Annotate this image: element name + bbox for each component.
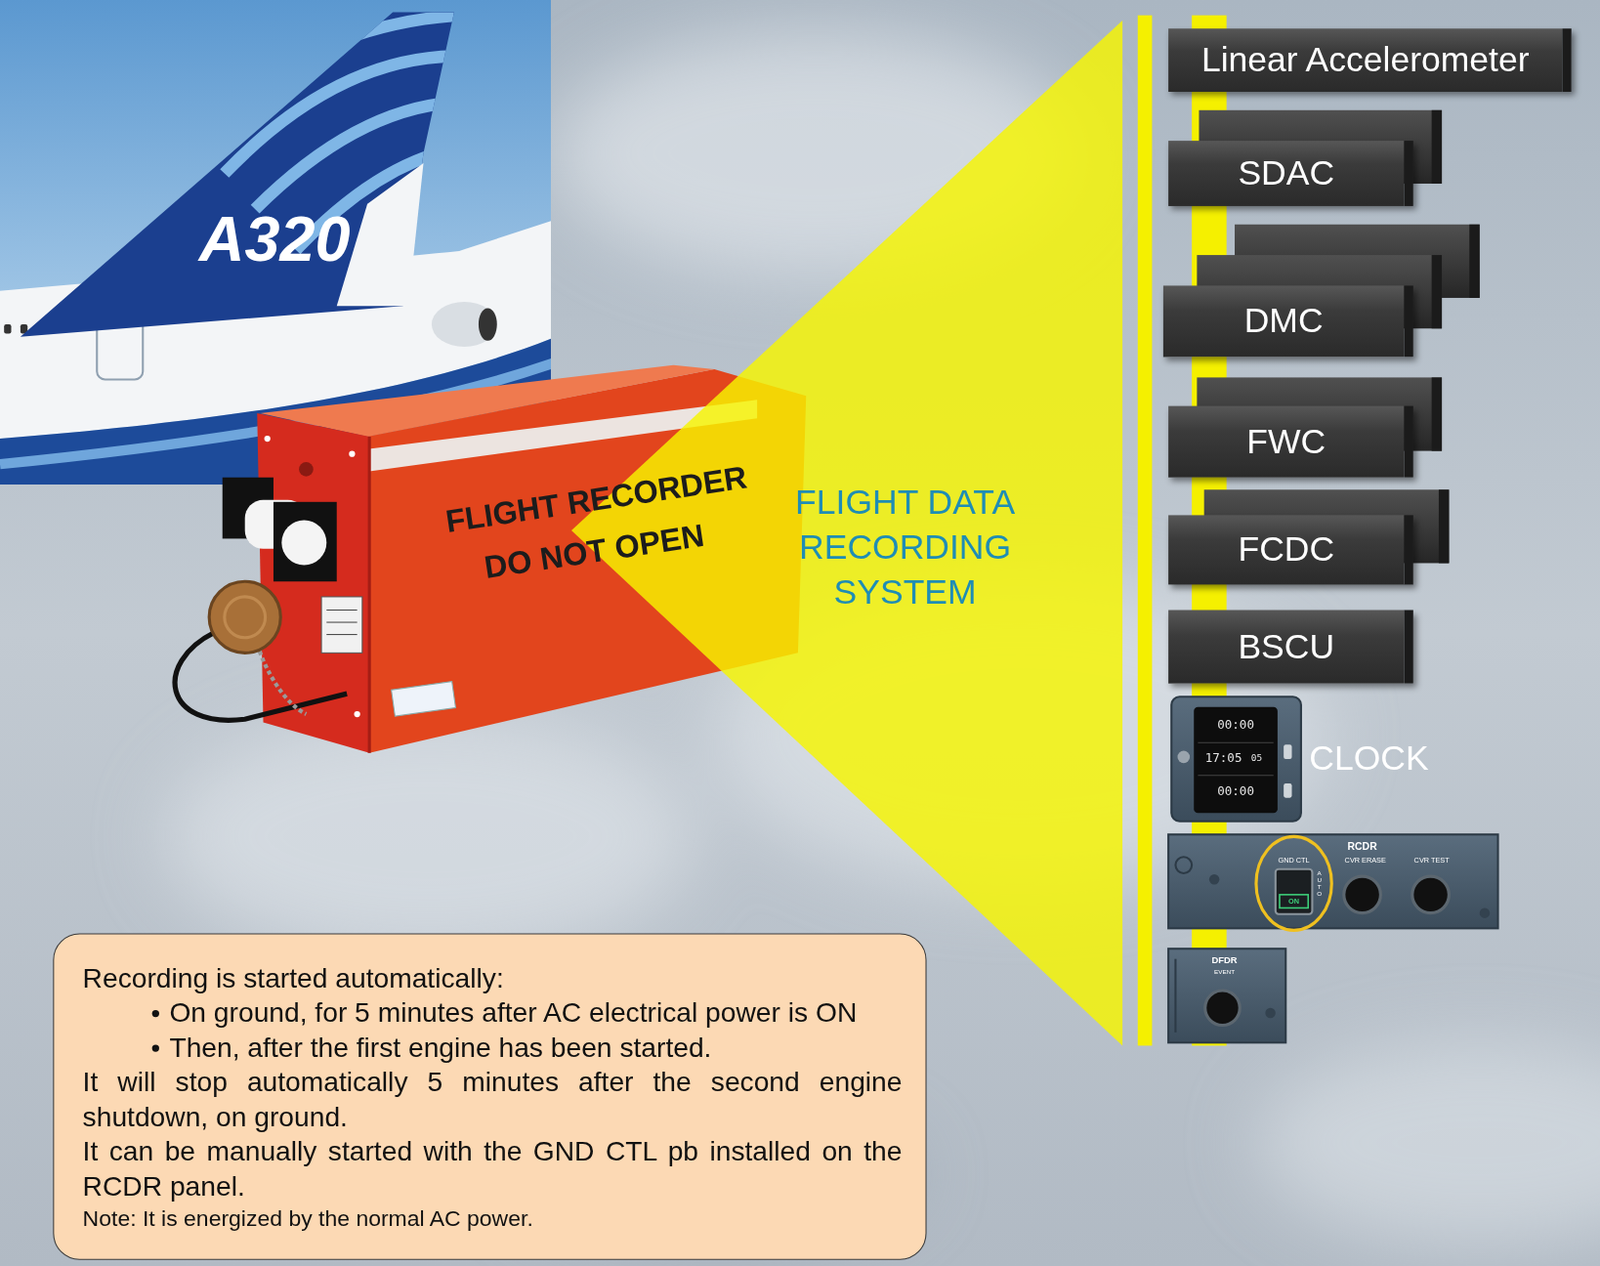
note-text: It can be manually started with the GND … (83, 1134, 903, 1204)
clock-panel (1197, 742, 1273, 744)
clock-panel (1171, 696, 1302, 821)
unit-name: Linear Accelerometer (1201, 41, 1530, 80)
tail-marking: A320 (199, 208, 351, 272)
rcdr-panel (1168, 834, 1498, 928)
cloud (163, 714, 694, 960)
note-box: Recording is started automatically:On gr… (52, 933, 927, 1261)
flight-recorder (326, 633, 357, 635)
system-title: FLIGHT DATA RECORDING SYSTEM (761, 479, 1048, 615)
dfdr-panel (1174, 959, 1177, 1033)
bullet-dot (152, 1044, 160, 1052)
flight-recorder (326, 622, 357, 624)
unit-box: FWC (1168, 406, 1414, 478)
clock-panel (1178, 751, 1191, 764)
cloud (1255, 1040, 1600, 1245)
data-bus (1137, 15, 1153, 1047)
rcdr-panel (1344, 876, 1382, 914)
unit-box: BSCU (1168, 610, 1414, 684)
rcdr-panel (1209, 874, 1220, 885)
flight-recorder (273, 502, 337, 582)
flight-recorder (298, 462, 314, 477)
flight-recorder (391, 681, 457, 717)
panel-title: DFDR (1212, 956, 1238, 966)
aircraft-photo (224, 55, 460, 173)
flight-recorder (353, 711, 360, 717)
unit-box: DMC (1163, 285, 1414, 357)
rcdr-panel (1175, 856, 1192, 874)
flight-recorder (224, 596, 266, 638)
clock-panel (1171, 696, 1302, 821)
panel-title: RCDR (1347, 842, 1378, 852)
control-label: EVENT (1214, 968, 1235, 975)
clock-panel (1197, 774, 1273, 776)
clock-panel (1283, 744, 1292, 759)
flight-recorder (321, 596, 363, 653)
clock-digits: 17:05 (1205, 752, 1243, 765)
note-text: Note: It is energized by the normal AC p… (83, 1203, 903, 1234)
control-label: CVR TEST (1414, 856, 1450, 864)
clock-digits: 00:00 (1217, 717, 1255, 731)
flight-recorder (281, 520, 327, 566)
clock-digits: 05 (1251, 754, 1263, 763)
flight-recorder (264, 435, 271, 442)
unit-stack (1431, 254, 1442, 329)
clock-panel (1283, 783, 1292, 799)
unit-stack (1438, 489, 1449, 563)
unit-name: FCDC (1237, 530, 1335, 569)
aircraft-photo (431, 301, 498, 347)
clock-digits: 00:00 (1217, 784, 1255, 798)
unit-box: FCDC (1168, 514, 1414, 585)
control-label: CVR ERASE (1345, 856, 1387, 864)
clock-panel (1193, 707, 1278, 814)
dfdr-panel (1168, 948, 1286, 1043)
rcdr-panel (1256, 836, 1332, 930)
note-text: On ground, for 5 minutes after AC electr… (83, 995, 903, 1031)
rcdr-panel (1412, 876, 1450, 914)
part-name: CLOCK (1308, 740, 1429, 776)
unit-name: DMC (1244, 301, 1324, 340)
control-label: AUTO (1316, 870, 1323, 898)
dfdr-panel (1168, 948, 1286, 1043)
dfdr-panel (1205, 990, 1241, 1026)
rcdr-panel (1275, 869, 1313, 915)
unit-stack (1431, 110, 1442, 184)
control-label: GND CTL (1278, 856, 1310, 864)
bullet-dot (152, 1010, 160, 1017)
dfdr-panel (1264, 1008, 1275, 1018)
flight-recorder (209, 581, 281, 653)
note-text: It will stop automatically 5 minutes aft… (83, 1064, 903, 1135)
rcdr-panel (1168, 834, 1498, 930)
button-legend: ON (1288, 897, 1300, 905)
unit-stack (1431, 377, 1442, 451)
unit-name: FWC (1246, 422, 1326, 462)
aircraft-photo (478, 307, 498, 340)
rcdr-panel (1479, 907, 1490, 918)
note-text: Recording is started automatically: (83, 961, 903, 997)
unit-box: SDAC (1168, 140, 1414, 207)
flight-recorder (348, 451, 355, 458)
unit-name: SDAC (1237, 154, 1335, 193)
aircraft-photo (204, 15, 460, 133)
flight-recorder (368, 436, 372, 754)
aircraft-photo (3, 324, 11, 334)
unit-stack (1469, 224, 1479, 298)
unit-box: Linear Accelerometer (1168, 28, 1572, 92)
rcdr-panel (1279, 894, 1308, 909)
note-text: Then, after the first engine has been st… (83, 1030, 903, 1066)
unit-name: BSCU (1237, 628, 1335, 667)
flight-recorder (326, 609, 357, 611)
